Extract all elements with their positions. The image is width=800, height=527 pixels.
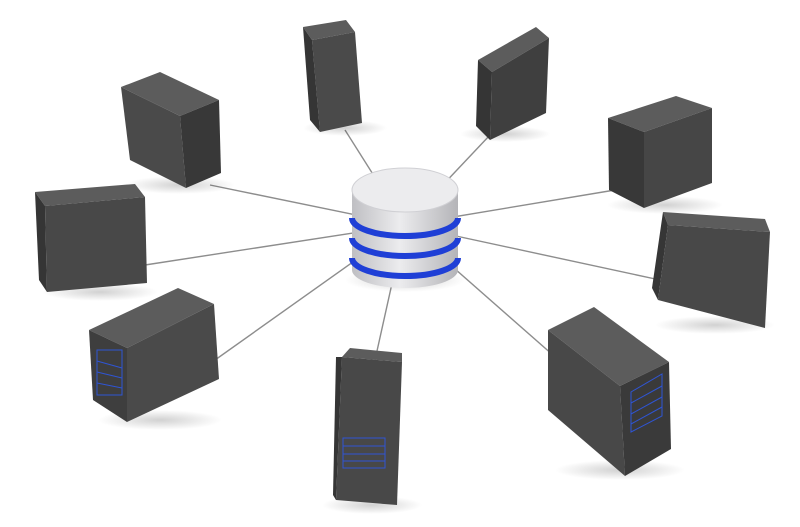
server-tower-icon <box>607 96 723 214</box>
database-ring <box>349 257 461 279</box>
server-tower-icon <box>322 348 422 514</box>
server-tower-icon <box>89 288 222 430</box>
drive-bay-icon <box>342 437 386 469</box>
server-tower-icon <box>121 72 235 194</box>
drive-bay-icon <box>630 373 663 433</box>
server-tower-icon <box>652 212 775 334</box>
database-icon <box>345 167 465 292</box>
server-tower-icon <box>35 184 158 301</box>
database-ring <box>349 217 461 239</box>
database-ring <box>349 237 461 259</box>
server-tower-icon <box>460 27 550 142</box>
drive-bay-icon <box>96 349 123 396</box>
server-tower-icon <box>303 20 387 136</box>
server-tower-icon <box>548 307 685 480</box>
